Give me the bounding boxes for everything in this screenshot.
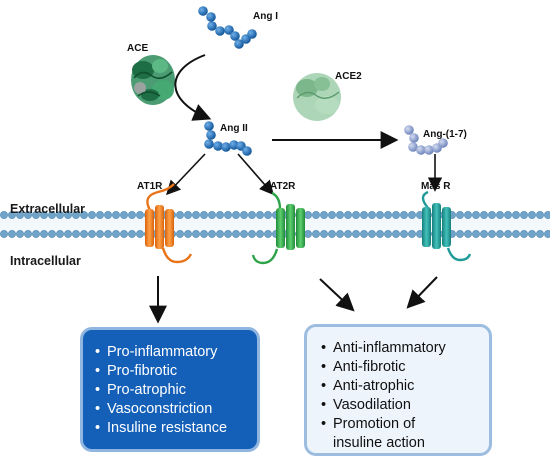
at1r-effects-list: •Pro-inflammatory •Pro-fibrotic •Pro-atrop… <box>95 343 247 438</box>
at2r-label: AT2R <box>270 181 296 192</box>
at1r-label: AT1R <box>137 181 163 192</box>
at1r-receptor-icon <box>145 183 193 264</box>
peptide-residue <box>229 140 239 150</box>
arrow-masr-to-effects <box>406 276 438 309</box>
ace2-label: ACE2 <box>335 71 362 82</box>
protective-effects-list: •Anti-inflammatory •Anti-fibrotic •Anti-at… <box>321 339 479 453</box>
bullet-icon: • <box>321 416 327 432</box>
bullet-icon: • <box>321 397 327 413</box>
effect-item: insuline action <box>333 435 425 451</box>
arrow-ang2-to-at1r <box>166 153 206 196</box>
effect-item: •Vasodilation <box>321 397 411 413</box>
ang17-peptide-icon <box>404 125 448 155</box>
effect-item: •Vasoconstriction <box>95 401 213 417</box>
peptide-residue <box>206 12 216 22</box>
peptide-residue <box>204 121 214 131</box>
bullet-icon: • <box>95 401 101 417</box>
peptide-residue <box>404 125 414 135</box>
peptide-residue <box>234 39 244 49</box>
peptide-residue <box>424 145 434 155</box>
membrane-inner-leaflet <box>0 230 550 238</box>
peptide-residue <box>213 141 223 151</box>
effect-item: •Anti-atrophic <box>321 378 415 394</box>
masr-receptor-icon <box>421 190 472 262</box>
ace-enzyme-icon <box>131 55 175 105</box>
peptide-residue <box>408 142 418 152</box>
peptide-residue <box>207 21 217 31</box>
effect-item: •Anti-fibrotic <box>321 359 406 375</box>
peptide-residue <box>221 142 231 152</box>
peptide-residue <box>215 26 225 36</box>
peptide-residue <box>206 130 216 140</box>
ace-label: ACE <box>127 43 148 54</box>
peptide-residue <box>247 29 257 39</box>
effect-item: •Anti-inflammatory <box>321 340 446 356</box>
effect-item: •Pro-fibrotic <box>95 363 178 379</box>
at2r-receptor-icon <box>251 191 305 265</box>
peptide-residue <box>409 133 419 143</box>
peptide-residue <box>416 145 426 155</box>
ang2-peptide-icon <box>204 121 252 156</box>
peptide-residue <box>438 138 448 148</box>
effect-item: •Promotion of <box>321 416 416 432</box>
peptide-residue <box>204 139 214 149</box>
intracellular-label: Intracellular <box>10 254 81 268</box>
arrow-at2r-to-effects <box>319 278 355 312</box>
ang2-label: Ang II <box>220 123 248 134</box>
bullet-icon: • <box>95 344 101 360</box>
effect-item: •Pro-inflammatory <box>95 344 218 360</box>
peptide-residue <box>230 31 240 41</box>
masr-label: Mas R <box>421 181 451 192</box>
proinflammatory-effects-box: •Pro-inflammatory •Pro-fibrotic •Pro-atrop… <box>80 327 260 452</box>
effect-item: •Insuline resistance <box>95 420 228 436</box>
peptide-residue <box>198 6 208 16</box>
bullet-icon: • <box>321 359 327 375</box>
peptide-residue <box>224 25 234 35</box>
peptide-residue <box>242 146 252 156</box>
arrow-ang2-to-at2r <box>237 153 274 196</box>
ang1-label: Ang I <box>253 11 278 22</box>
antiinflammatory-effects-box: •Anti-inflammatory •Anti-fibrotic •Anti-at… <box>304 324 492 456</box>
cell-membrane <box>0 211 550 238</box>
bullet-icon: • <box>95 382 101 398</box>
extracellular-label: Extracellular <box>10 202 85 216</box>
ace2-enzyme-icon <box>293 73 341 121</box>
effect-item: •Pro-atrophic <box>95 382 186 398</box>
bullet-icon: • <box>321 340 327 356</box>
ace-conversion-arrow <box>174 54 212 121</box>
bullet-icon: • <box>95 420 101 436</box>
ang17-label: Ang-(1-7) <box>423 129 467 140</box>
bullet-icon: • <box>321 378 327 394</box>
ang1-peptide-icon <box>198 6 257 49</box>
bullet-icon: • <box>95 363 101 379</box>
